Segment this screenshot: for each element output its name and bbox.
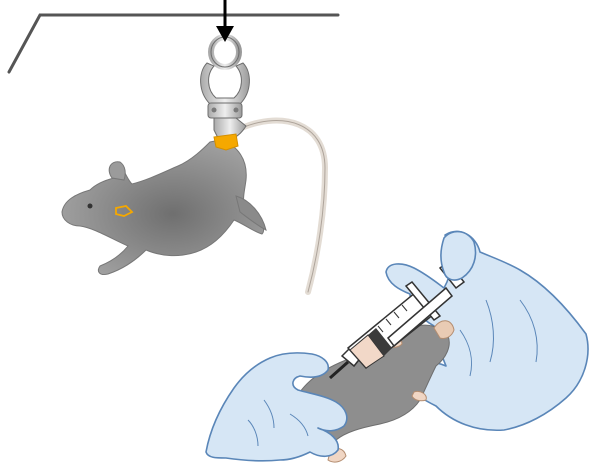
mouse-tail	[244, 121, 325, 292]
tail-tape	[214, 134, 238, 150]
mouse-eye	[88, 204, 93, 209]
tail-suspension-panel	[9, 0, 338, 292]
suspended-mouse	[62, 134, 266, 275]
mouse-body	[62, 140, 264, 275]
left-glove	[206, 353, 347, 461]
mouse-ear	[109, 162, 125, 180]
support-bar	[9, 15, 338, 72]
injection-panel	[206, 232, 588, 462]
clip-hook	[201, 37, 250, 142]
